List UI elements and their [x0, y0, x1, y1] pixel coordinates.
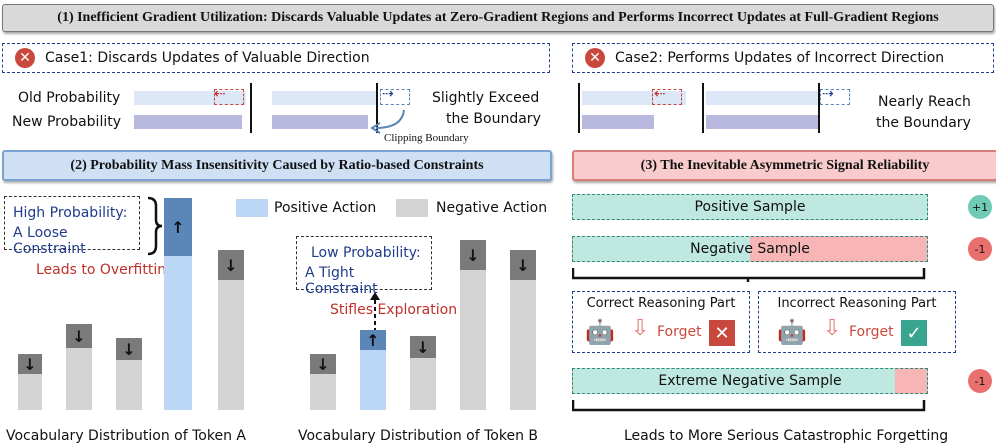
new-probability-label: New Probability [12, 114, 121, 130]
legend-negative-label: Negative Action [436, 200, 548, 216]
up-arrow-icon: ↑ [360, 330, 386, 350]
left-arrow-icon: ⇠ [214, 86, 226, 102]
case1-note-line1: Slightly Exceed [432, 90, 540, 106]
case2-header: ✕ Case2: Performs Updates of Incorrect D… [572, 43, 994, 73]
clipping-boundary-line [578, 83, 580, 133]
correct-reasoning-part: Correct Reasoning Part 🤖 ⇩ Forget ✕ [572, 291, 750, 353]
overfit-label: Leads to Overfitting [36, 262, 176, 278]
dashed-up-arrow-icon [370, 292, 380, 332]
clipping-boundary-line [818, 83, 820, 133]
positive-sample-bar: Positive Sample [572, 194, 928, 220]
case1-header: ✕ Case1: Discards Updates of Valuable Di… [2, 43, 550, 73]
discarded-update-box [214, 89, 244, 105]
old-probability-label: Old Probability [18, 90, 121, 106]
legend-positive-swatch [236, 199, 268, 217]
new-probability-bar [706, 115, 818, 129]
down-arrow-icon: ↓ [116, 338, 142, 360]
caption-token-a: Vocabulary Distribution of Token A [6, 428, 246, 444]
x-circle-icon: ✕ [585, 48, 605, 68]
down-arrow-icon: ↓ [460, 240, 486, 270]
section3-title: (3) The Inevitable Asymmetric Signal Rel… [572, 150, 996, 181]
incorrect-part-title: Incorrect Reasoning Part [777, 296, 937, 311]
brace-icon [147, 196, 163, 256]
down-arrow-icon: ↓ [218, 250, 244, 280]
low-probability-box: Low Probability: A Tight Constraint [296, 236, 432, 297]
new-probability-bar [134, 115, 242, 129]
robot-icon: 🤖 [585, 318, 615, 346]
up-arrow-icon: ↑ [164, 198, 192, 256]
curved-arrow-icon [370, 109, 405, 134]
left-arrow-icon: ⇠ [654, 86, 666, 102]
down-arrow-icon: ↓ [66, 324, 92, 348]
low-prob-line1: Low Probability: [311, 245, 421, 261]
forget-label: Forget [657, 324, 702, 340]
right-arrow-icon: ⇢ [382, 86, 394, 102]
down-arrow-icon: ↓ [310, 354, 336, 374]
positive-badge: +1 [968, 195, 992, 219]
down-arrow-icon: ↓ [410, 336, 436, 358]
case2-note-line1: Nearly Reach [878, 94, 971, 110]
section3-caption: Leads to More Serious Catastrophic Forge… [624, 428, 949, 444]
down-arrow-icon: ⇩ [631, 316, 650, 341]
high-prob-line2: A Loose Constraint [13, 225, 86, 257]
high-probability-box: High Probability: A Loose Constraint [4, 196, 140, 257]
old-probability-bar [134, 91, 246, 105]
x-circle-icon: ✕ [15, 48, 35, 68]
incorrect-update-box [652, 89, 682, 105]
negative-badge: -1 [968, 237, 992, 261]
clipping-boundary-line [250, 83, 252, 133]
new-probability-bar [582, 115, 654, 129]
old-probability-bar [582, 91, 686, 105]
split-bracket-icon [572, 268, 926, 282]
case1-label: Case1: Discards Updates of Valuable Dire… [45, 50, 370, 66]
negative-sample-bar: Negative Sample [572, 236, 928, 262]
extreme-negative-sample-bar: Extreme Negative Sample [572, 368, 928, 394]
legend-positive-label: Positive Action [274, 200, 377, 216]
new-probability-bar [272, 115, 368, 129]
bottom-bracket-icon [572, 400, 926, 412]
old-probability-bar [272, 91, 376, 105]
check-box-icon: ✓ [901, 320, 927, 346]
caption-token-b: Vocabulary Distribution of Token B [298, 428, 539, 444]
case1-note-line2: the Boundary [446, 111, 541, 127]
down-arrow-icon: ⇩ [823, 316, 842, 341]
forget-label: Forget [849, 324, 894, 340]
update-box [380, 89, 410, 105]
stifles-label: Stifles Exploration [330, 302, 458, 318]
section2-title: (2) Probability Mass Insensitivity Cause… [2, 150, 552, 181]
clipping-boundary-line [702, 83, 704, 133]
extreme-negative-badge: -1 [968, 369, 992, 393]
update-box [820, 89, 850, 105]
x-box-icon: ✕ [709, 320, 735, 346]
down-arrow-icon: ↓ [18, 354, 42, 374]
right-arrow-icon: ⇢ [822, 86, 834, 102]
banner-title: (1) Inefficient Gradient Utilization: Di… [2, 4, 994, 32]
high-prob-line1: High Probability: [13, 205, 128, 221]
case2-note-line2: the Boundary [876, 115, 971, 131]
down-arrow-icon: ↓ [510, 250, 536, 280]
old-probability-bar [706, 91, 818, 105]
legend-negative-swatch [396, 199, 428, 217]
case2-label: Case2: Performs Updates of Incorrect Dir… [615, 50, 945, 66]
low-prob-line2: A Tight Constraint [305, 265, 378, 297]
incorrect-reasoning-part: Incorrect Reasoning Part 🤖 ⇩ Forget ✓ [758, 291, 956, 353]
clipping-boundary-label: Clipping Boundary [384, 132, 469, 144]
robot-icon: 🤖 [777, 318, 807, 346]
clipping-boundary-line [376, 83, 378, 133]
correct-part-title: Correct Reasoning Part [586, 296, 736, 311]
